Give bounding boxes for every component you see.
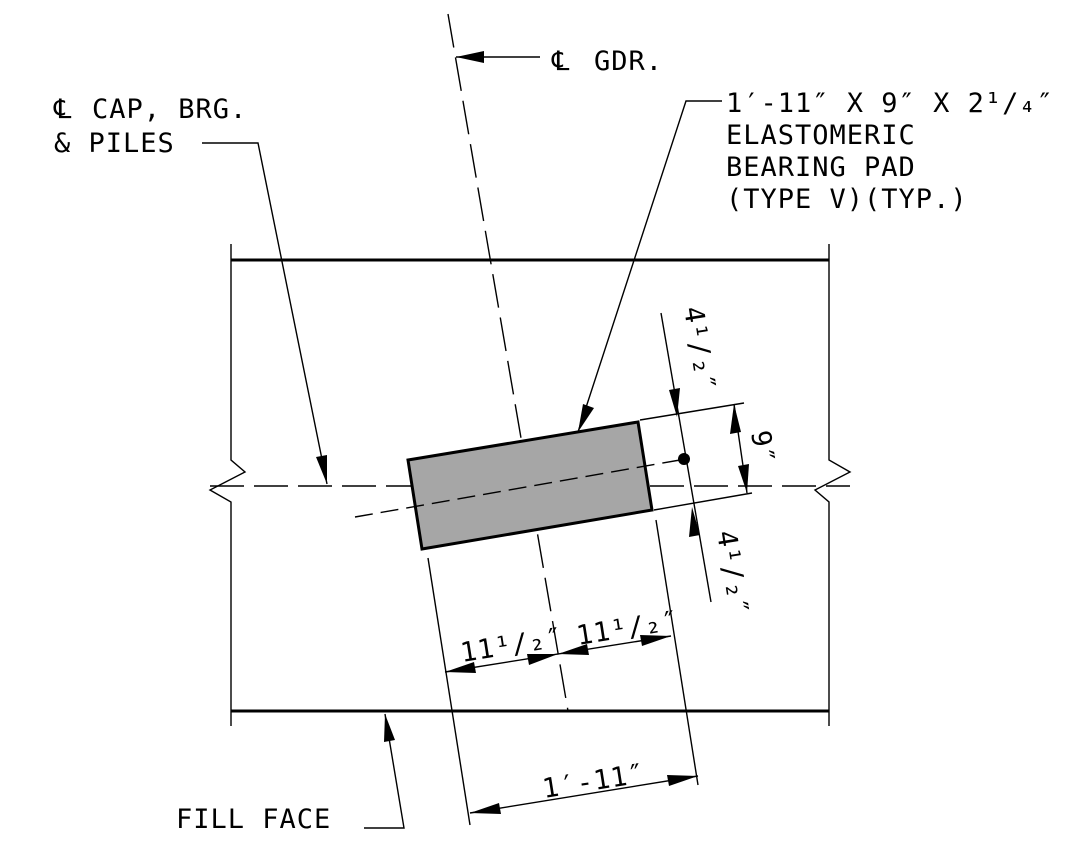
cap-label-line1: CAP, BRG. bbox=[92, 94, 247, 125]
half-length-arrow-right bbox=[640, 635, 671, 646]
cap-leader-line bbox=[202, 142, 328, 485]
pad-length-arrow-left bbox=[470, 803, 501, 814]
half-width-arrow-bottom bbox=[689, 507, 700, 537]
pad-width-arrow-top bbox=[730, 404, 741, 434]
girder-centerline bbox=[447, 13, 569, 712]
pad-length-label: 1′-11″ bbox=[540, 758, 647, 805]
pad-width-ext-bottom bbox=[653, 492, 753, 511]
elastomeric-bearing-pad bbox=[406, 420, 654, 551]
pad-width-ext-top bbox=[639, 402, 745, 421]
fill-face-label: FILL FACE bbox=[176, 804, 331, 835]
pad-leader-arrow bbox=[578, 404, 594, 432]
half-width-arrow-top bbox=[669, 388, 680, 417]
pad-length-dim-line bbox=[469, 775, 699, 814]
half-width-top-label: 4¹/₂″ bbox=[677, 304, 721, 394]
cap-cl-symbol: ℄ bbox=[53, 94, 72, 125]
half-length-right-label: 11¹/₂″ bbox=[574, 605, 681, 652]
pad-length-ext-left bbox=[427, 557, 471, 826]
pad-length-arrow-right bbox=[667, 775, 698, 786]
fill-face-leader-line bbox=[364, 713, 405, 829]
pad-note-line2: ELASTOMERIC bbox=[726, 120, 916, 151]
pad-width-label: 9″ bbox=[744, 428, 780, 467]
pad-leader-line bbox=[577, 100, 722, 433]
cap-right-break-line bbox=[813, 244, 852, 726]
half-length-arrow-mid-left bbox=[527, 654, 558, 665]
girder-label: GDR. bbox=[594, 46, 663, 77]
half-length-arrow-mid-right bbox=[558, 644, 589, 655]
pad-note-line1: 1′-11″ X 9″ X 2¹/₄″ bbox=[726, 88, 1054, 119]
fill-face-leader-arrow bbox=[384, 714, 395, 742]
girder-leader-arrow bbox=[456, 51, 484, 63]
cap-label-line2: & PILES bbox=[54, 128, 175, 159]
pad-note-line3: BEARING PAD bbox=[726, 152, 916, 183]
pad-center-point bbox=[678, 453, 690, 465]
cap-leader-arrow bbox=[316, 455, 327, 484]
half-width-bottom-label: 4¹/₂″ bbox=[710, 528, 754, 618]
pad-note-line4: (TYPE V)(TYP.) bbox=[726, 184, 968, 215]
girder-cl-symbol: ℄ bbox=[551, 46, 570, 77]
half-length-arrow-left bbox=[445, 662, 476, 673]
pad-axis-line bbox=[354, 459, 681, 518]
cap-left-break-line bbox=[208, 244, 247, 726]
pad-length-ext-right bbox=[655, 519, 699, 786]
pad-width-arrow-bottom bbox=[738, 464, 749, 493]
